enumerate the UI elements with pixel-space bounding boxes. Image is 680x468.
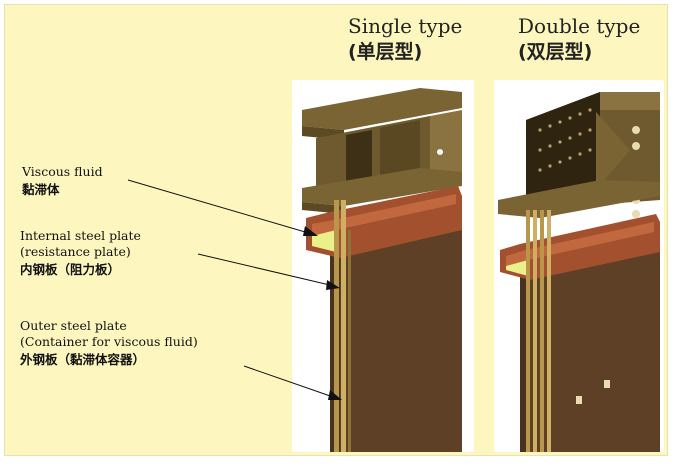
double-bottom-flange [498, 180, 660, 218]
double-bolt-1 [632, 126, 640, 134]
outer-plate-label-cn: 外钢板（黏滞体容器） [20, 352, 146, 367]
double-type-title-cn: (双层型) [518, 41, 593, 63]
single-beam-dark-face [346, 130, 372, 190]
double-internal-plate-a [526, 210, 530, 452]
arrowhead-outer [328, 390, 342, 400]
double-type-panel [494, 80, 664, 452]
single-internal-plate-a [334, 200, 339, 452]
internal-plate-label: Internal steel plate [20, 228, 141, 243]
double-anchor-2 [604, 380, 610, 388]
single-type-panel [292, 80, 474, 452]
single-internal-plate-b [341, 200, 346, 452]
single-beam-top [302, 88, 462, 130]
arrowheads [303, 226, 342, 400]
single-beam-stiffener [380, 120, 420, 180]
single-type-title-cn: (单层型) [348, 41, 423, 63]
double-bolt-2 [632, 142, 640, 150]
double-viscous-fluid [506, 260, 528, 276]
outer-plate-label: Outer steel plate [20, 318, 127, 333]
viscous-fluid-label-cn: 黏滞体 [22, 182, 60, 197]
single-type-title: Single type [348, 14, 463, 38]
double-type-title: Double type [518, 14, 641, 38]
single-container-rim [312, 194, 456, 236]
outer-plate-sublabel: (Container for viscous fluid) [20, 334, 198, 349]
arrow-outer-plate [243, 365, 337, 399]
double-anchor-1 [576, 396, 582, 404]
double-wall-body [520, 232, 660, 452]
arrowhead-internal [326, 280, 340, 290]
single-beam-bottom-flange [302, 168, 462, 206]
single-wall-body [330, 208, 462, 452]
arrow-internal-plate [197, 253, 335, 287]
double-internal-plate-d [547, 210, 551, 452]
single-outer-plate-edge [348, 230, 351, 452]
single-bolt-hole [437, 149, 443, 155]
arrowhead-viscous [303, 226, 318, 236]
double-bolt-rows [538, 108, 592, 172]
single-beam-right-face [430, 110, 462, 180]
single-viscous-fluid [312, 230, 336, 252]
viscous-fluid-label: Viscous fluid [22, 164, 103, 179]
single-beam-bottom-side [302, 202, 344, 214]
arrow-viscous-fluid [127, 179, 313, 235]
internal-plate-sublabel: (resistance plate) [20, 244, 131, 259]
double-upper-top [600, 92, 660, 110]
double-internal-plate-b [533, 210, 537, 452]
leader-lines [127, 179, 337, 399]
double-internal-plate-c [540, 210, 544, 452]
double-bolt-4 [632, 210, 640, 218]
internal-plate-label-cn: 内钢板（阻力板） [20, 262, 121, 277]
double-upper-dark-face [526, 92, 600, 200]
double-stiffener [596, 112, 630, 190]
